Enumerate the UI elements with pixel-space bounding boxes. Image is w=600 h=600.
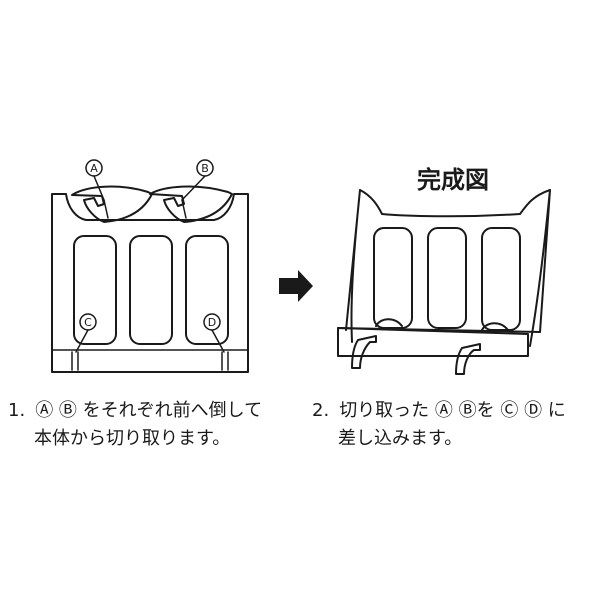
arrow-icon (279, 270, 313, 302)
stand-slot-left (373, 227, 413, 329)
stand-back-top (359, 189, 551, 218)
stand-slot-center (427, 227, 467, 329)
callout-c-circle (79, 313, 97, 331)
callout-d-label: D (208, 316, 216, 329)
stand-foot-left (351, 335, 377, 369)
completed-stand (337, 189, 551, 375)
step-2-line-2: 差し込みます。 (338, 428, 463, 449)
card-slot-right (185, 235, 229, 345)
step-1-instruction: 1. Ⓐ Ⓑ をそれぞれ前へ倒して 本体から切り取ります。 (8, 397, 298, 453)
leader-b (181, 175, 206, 201)
callout-d-circle (203, 313, 221, 331)
step-1-number: 1. (8, 400, 26, 421)
callout-a-circle (85, 159, 103, 177)
step-1-line-2: 本体から切り取ります。 (34, 428, 231, 449)
leader-d (211, 329, 225, 353)
stand-tab-right (481, 322, 509, 331)
stand-right-side (529, 189, 551, 347)
step-2-line-1: 切り取った Ⓐ Ⓑを Ⓒ Ⓓ に (339, 400, 566, 421)
flat-card (51, 159, 249, 373)
stand-slot-right (481, 227, 521, 331)
step-2-instruction: 2. 切り取った Ⓐ Ⓑを Ⓒ Ⓓ に 差し込みます。 (312, 397, 597, 453)
stand-foot-right (455, 343, 481, 375)
callout-a-label: A (90, 162, 98, 175)
callout-c-label: C (84, 316, 92, 329)
stand-left-side (345, 189, 361, 343)
stand-base (337, 327, 529, 357)
callout-b-label: B (201, 162, 209, 175)
flap-a (71, 185, 153, 223)
card-slot-left (73, 235, 117, 345)
leader-c (75, 329, 89, 353)
callout-b-circle (196, 159, 214, 177)
stand-tab-left (375, 318, 403, 327)
card-slot-center (129, 235, 173, 345)
completed-title: 完成図 (417, 166, 489, 194)
step-1-line-1: Ⓐ Ⓑ をそれぞれ前へ倒して (35, 400, 263, 421)
step-2-number: 2. (312, 400, 330, 421)
flap-b (149, 185, 233, 223)
card-outline (51, 193, 249, 373)
stand-base-rim (337, 327, 541, 333)
leader-a (93, 175, 105, 201)
